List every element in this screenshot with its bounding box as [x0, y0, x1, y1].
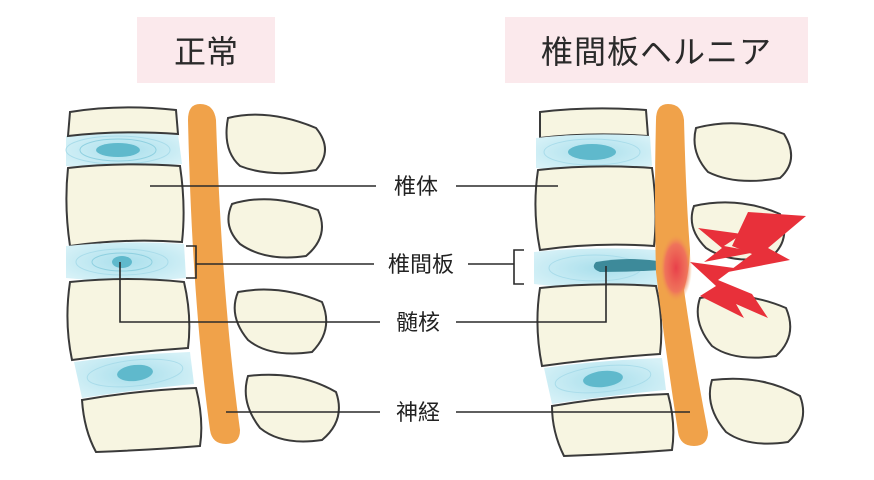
nucleus-hernia-3: [583, 370, 623, 388]
disc-normal-2: [66, 242, 186, 281]
vertebra-normal-2: [66, 278, 191, 362]
process-normal-1: [225, 113, 326, 175]
nucleus-normal-1: [96, 143, 140, 157]
label-disc: 椎間板: [388, 253, 454, 278]
process-normal-4: [244, 373, 340, 443]
normal-spine: [65, 104, 340, 454]
label-vertebral-body: 椎体: [394, 175, 438, 200]
nucleus-normal-3: [117, 364, 153, 382]
disc-hernia-3: [544, 358, 666, 404]
vertebra-normal-0: [66, 106, 180, 138]
vertebra-hernia-1: [534, 165, 657, 252]
pain-bolt-icon: [728, 212, 806, 272]
disc-hernia-2: [534, 248, 672, 289]
leader-lines: [119, 185, 690, 413]
vertebra-normal-1: [65, 163, 185, 248]
process-hernia-1: [693, 122, 792, 182]
disc-hernia-1: [536, 134, 652, 170]
disc-normal-3: [74, 352, 194, 398]
vertebra-normal-3: [80, 386, 203, 454]
hernia-spine: [534, 104, 806, 458]
label-nucleus: 髄核: [396, 311, 440, 336]
pain-bolt-icon-3: [698, 228, 756, 262]
title-normal: 正常: [137, 17, 275, 83]
disc-normal-1: [65, 132, 182, 168]
label-nerve: 神経: [396, 401, 440, 426]
pain-bolt-icon-2: [690, 262, 768, 318]
nucleus-normal-2: [112, 256, 132, 268]
nerve-normal: [188, 104, 240, 444]
nerve-inflammation: [660, 234, 692, 302]
vertebra-hernia-2: [536, 283, 663, 368]
vertebra-hernia-3: [550, 392, 675, 458]
vertebra-hernia-0: [539, 107, 650, 140]
nucleus-hernia-1: [568, 144, 616, 160]
title-hernia: 椎間板ヘルニア: [505, 17, 808, 83]
nucleus-hernia-2: [593, 259, 666, 272]
process-normal-2: [227, 198, 323, 259]
process-hernia-4: [708, 377, 804, 445]
